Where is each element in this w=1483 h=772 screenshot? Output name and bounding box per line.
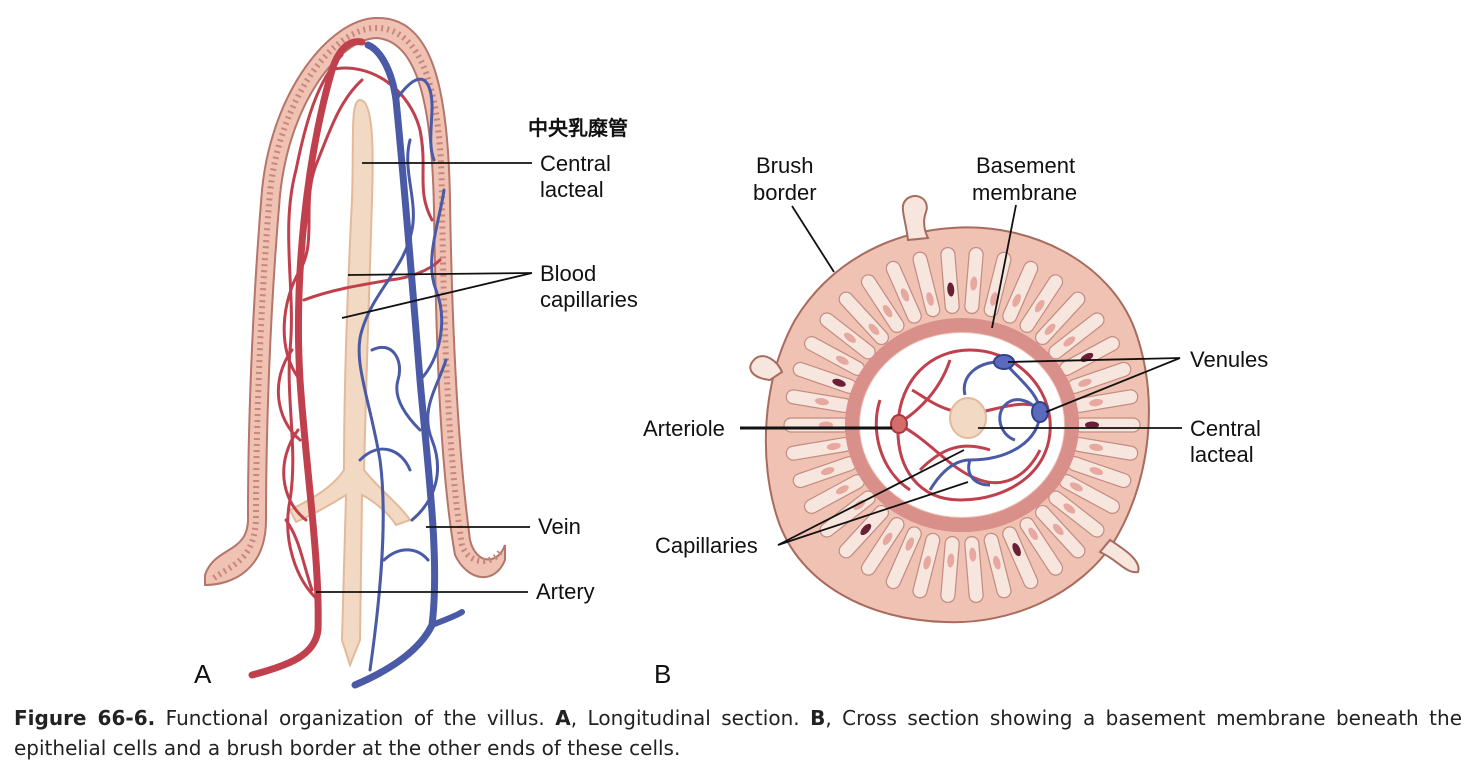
epithelial-cell bbox=[885, 260, 922, 324]
epithelial-cell bbox=[860, 517, 905, 576]
leader-venules-1 bbox=[1007, 357, 1181, 363]
figure-caption: Figure 66-6. Functional organization of … bbox=[14, 703, 1462, 763]
label-arteriole: Arteriole bbox=[643, 416, 725, 441]
leader-blood-capillaries-a2 bbox=[341, 272, 533, 319]
label-central-lacteal-b-line2: lacteal bbox=[1190, 442, 1254, 467]
epithelial-cell bbox=[1034, 291, 1086, 346]
central-lacteal-cross bbox=[949, 397, 987, 439]
arterial-network bbox=[248, 38, 442, 679]
label-brush-border-line2: border bbox=[753, 180, 817, 205]
leader-basement-membrane bbox=[991, 204, 1017, 329]
epithelial-cell bbox=[1002, 260, 1039, 324]
epithelial-cell bbox=[1019, 274, 1064, 333]
caption-figure-label: Figure 66-6. bbox=[14, 706, 156, 730]
epithelial-cell bbox=[912, 532, 941, 599]
epithelial-cell bbox=[1073, 417, 1141, 433]
epithelial-cell bbox=[912, 251, 941, 318]
epithelial-cell bbox=[1034, 504, 1086, 559]
label-central-lacteal-a-line1: Central bbox=[540, 151, 611, 176]
central-lacteal-longitudinal bbox=[288, 98, 412, 668]
epithelial-cell bbox=[885, 526, 922, 590]
leader-blood-capillaries-a1 bbox=[347, 272, 533, 276]
cross-section-villus: Brush border Basement membrane Venules A… bbox=[643, 153, 1268, 689]
epithelium-cell-texture bbox=[212, 24, 503, 581]
label-blood-capillaries-line2: capillaries bbox=[540, 287, 638, 312]
epithelial-cell bbox=[964, 535, 984, 604]
caption-intro: Functional organization of the villus. bbox=[155, 706, 556, 730]
cross-section-arteries bbox=[874, 348, 1052, 502]
epithelial-cell-ring bbox=[783, 246, 1141, 604]
label-capillaries: Capillaries bbox=[655, 533, 758, 558]
caption-a-letter: A bbox=[555, 706, 571, 730]
epithelial-cell bbox=[964, 246, 984, 315]
caption-b-letter: B bbox=[810, 706, 826, 730]
label-artery: Artery bbox=[536, 579, 595, 604]
label-central-lacteal-a-line2: lacteal bbox=[540, 177, 604, 202]
epithelial-cell bbox=[838, 504, 890, 559]
epithelial-cell bbox=[940, 246, 960, 315]
caption-a-text: , Longitudinal section. bbox=[570, 706, 811, 730]
label-basement-membrane-line1: Basement bbox=[976, 153, 1075, 178]
epithelial-cell bbox=[783, 417, 851, 433]
epithelial-cell bbox=[1019, 517, 1064, 576]
epithelial-cell bbox=[792, 361, 858, 394]
epithelial-cell bbox=[983, 532, 1012, 599]
venous-network bbox=[351, 41, 465, 689]
label-brush-border-line1: Brush bbox=[756, 153, 813, 178]
leader-capillaries-2 bbox=[777, 481, 969, 546]
label-central-lacteal-b-line1: Central bbox=[1190, 416, 1261, 441]
villus-epithelium bbox=[204, 16, 506, 587]
label-basement-membrane-line2: membrane bbox=[972, 180, 1077, 205]
epithelial-cell bbox=[860, 274, 905, 333]
caption-b-text: , Cross section showing a basement membr… bbox=[14, 706, 1463, 760]
label-vein: Vein bbox=[538, 514, 581, 539]
annotation-cn: 中央乳糜管 bbox=[528, 116, 628, 140]
epithelial-cell bbox=[940, 535, 960, 604]
epithelial-cell bbox=[838, 291, 890, 346]
label-blood-capillaries-line1: Blood bbox=[540, 261, 596, 286]
panel-letter-b: B bbox=[654, 659, 671, 689]
epithelial-cell bbox=[792, 456, 858, 489]
epithelial-cell bbox=[1002, 526, 1039, 590]
longitudinal-villus: 中央乳糜管 Central lacteal Blood capillaries … bbox=[194, 16, 638, 689]
panel-letter-a: A bbox=[194, 659, 212, 689]
label-venules: Venules bbox=[1190, 347, 1268, 372]
leader-brush-border bbox=[791, 205, 835, 273]
arteriole-marker bbox=[890, 414, 908, 434]
leader-capillaries-1 bbox=[777, 449, 965, 546]
venule-marker-2 bbox=[1031, 401, 1049, 423]
epithelial-cell bbox=[1066, 361, 1132, 394]
villus-figure: 中央乳糜管 Central lacteal Blood capillaries … bbox=[194, 16, 1268, 689]
leader-venules-2 bbox=[1045, 357, 1181, 413]
basement-membrane-ring bbox=[845, 318, 1079, 532]
brush-border-protrusions bbox=[749, 194, 1140, 574]
